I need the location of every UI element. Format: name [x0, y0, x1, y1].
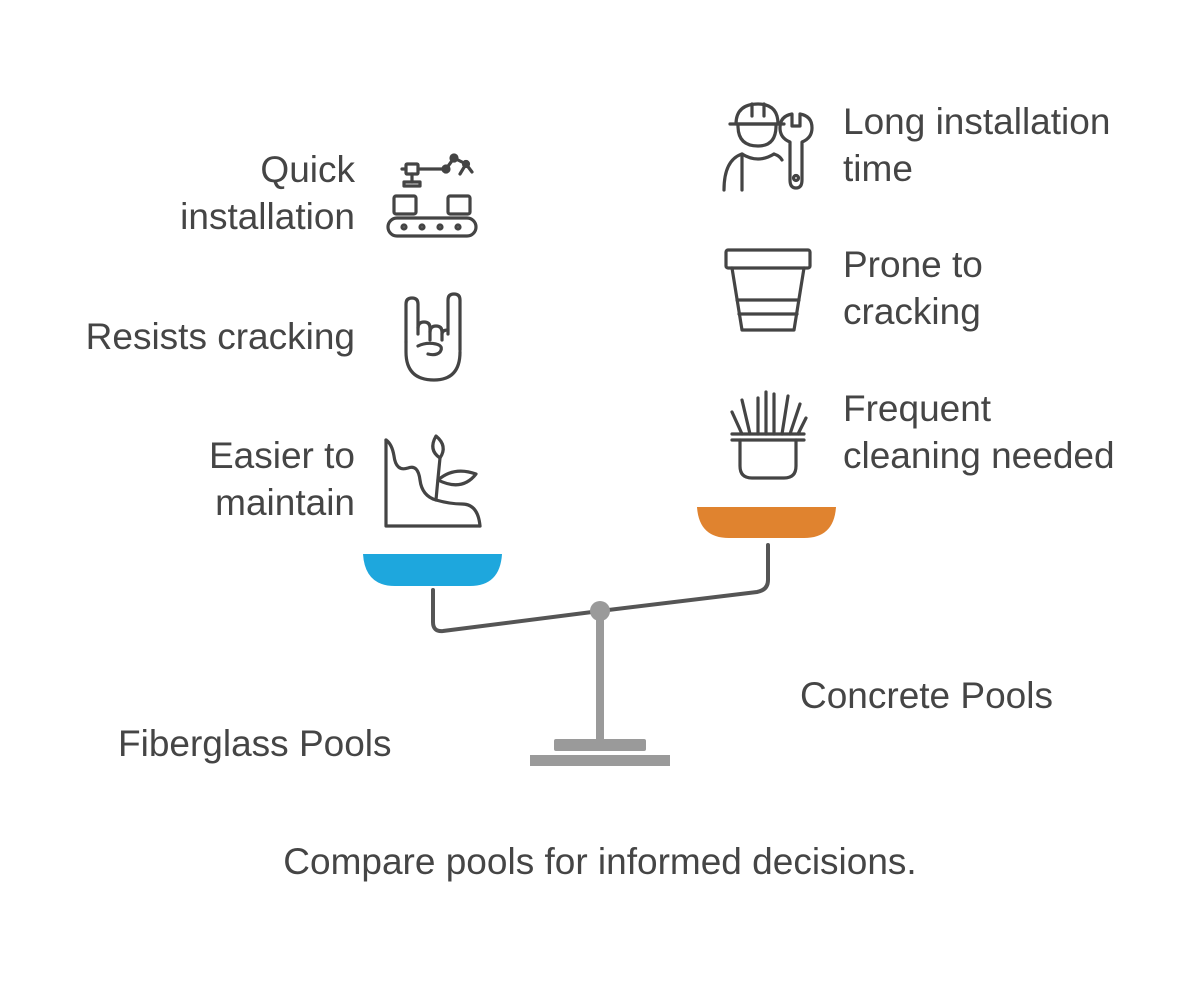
frequent-cleaning-label: Frequent cleaning needed [843, 388, 1115, 476]
concrete-pan [697, 507, 836, 538]
long-installation-time-label: Long installation time [843, 101, 1111, 189]
rock-hand-icon [396, 290, 470, 386]
easier-to-maintain-label: Easier to maintain [208, 435, 355, 523]
cracked-pot-icon [722, 246, 814, 334]
scale-base-bottom [530, 755, 670, 766]
concrete-pools-title: Concrete Pools [800, 675, 1053, 716]
brush-bucket-icon [728, 388, 808, 482]
prone-to-cracking-label: Prone to cracking [843, 244, 983, 332]
conveyor-robot-arm-icon [384, 148, 480, 240]
resists-cracking-label: Resists cracking [85, 316, 355, 357]
scale-pole [596, 612, 604, 740]
scale-base-top [554, 739, 646, 751]
caption: Compare pools for informed decisions. [283, 841, 917, 882]
fiberglass-pools-title: Fiberglass Pools [118, 723, 392, 764]
fiberglass-pan [363, 554, 502, 586]
plant-hill-icon [384, 432, 482, 530]
worker-wrench-icon [720, 98, 816, 194]
quick-installation-label: Quick installation [180, 149, 355, 237]
scale-pivot [590, 601, 610, 621]
